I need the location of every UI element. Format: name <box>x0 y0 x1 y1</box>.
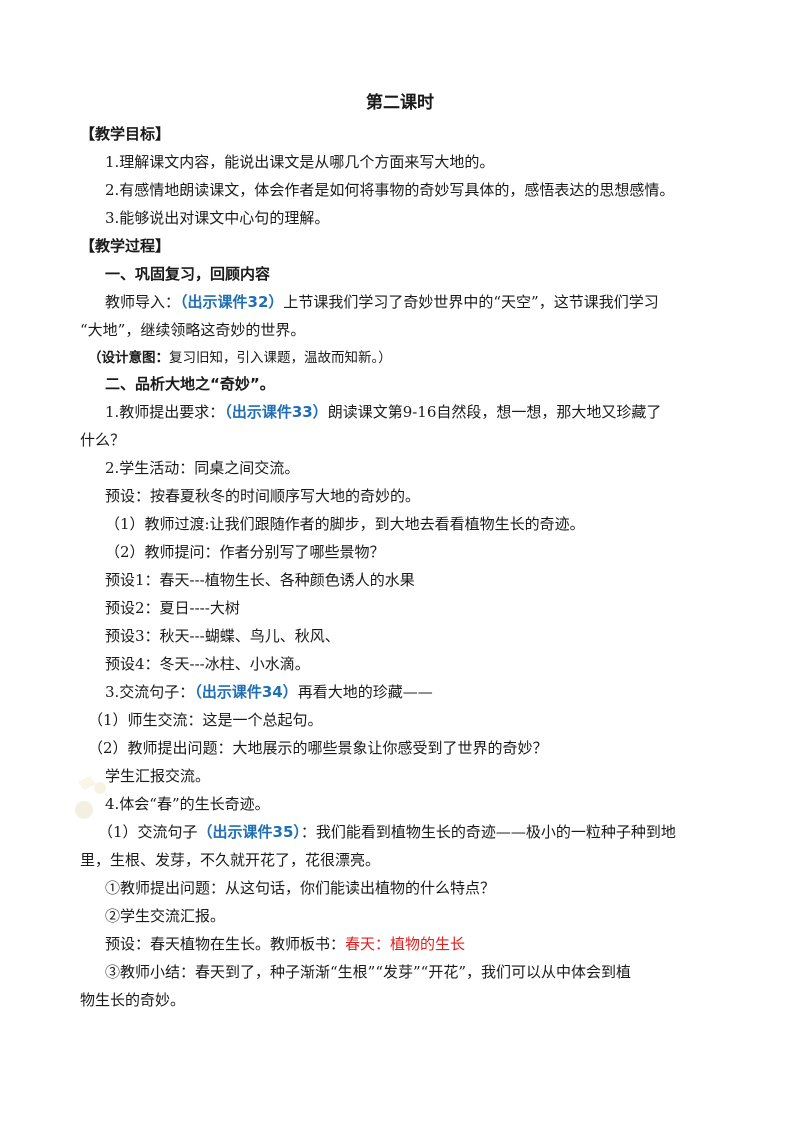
item4-sub1-text: ：我们能看到植物生长的奇迹——极小的一粒种子种到地 <box>300 823 676 841</box>
preset-item: 预设1：春天---植物生长、各种颜色诱人的水果 <box>105 571 415 589</box>
item4-sub1-prefix: （1）交流句子 <box>98 823 198 841</box>
item3-sub1: （1）师生交流：这是一个总起句。 <box>88 711 323 729</box>
section2-heading: 二、品析大地之“奇妙”。 <box>105 375 275 393</box>
item3-text: 再看大地的珍藏—— <box>297 683 433 701</box>
process-heading: 【教学过程】 <box>80 237 171 255</box>
courseware-tag: （出示课件32） <box>180 293 284 311</box>
courseware-tag: （出示课件35） <box>197 823 301 841</box>
design-label: （设计意图： <box>88 350 169 366</box>
item1-cont: 什么？ <box>80 431 126 449</box>
sub2: （2）教师提问：作者分别写了哪些景物？ <box>105 543 385 561</box>
board-writing: 春天：植物的生长 <box>345 935 466 953</box>
item3-sub2: （2）教师提出问题：大地展示的哪些景象让你感受到了世界的奇妙？ <box>88 739 548 757</box>
item1-text: 朗读课文第9-16自然段，想一想，那大地又珍藏了 <box>327 403 662 421</box>
circled-item: ②学生交流汇报。 <box>105 907 226 925</box>
circled-item-cont: 物生长的奇妙。 <box>80 991 186 1009</box>
item3-prefix: 3.交流句子： <box>105 683 195 701</box>
item2: 2.学生活动：同桌之间交流。 <box>105 459 300 477</box>
preset-board: 预设：春天植物在生长。教师板书：春天：植物的生长 <box>105 934 465 954</box>
item4: 4.体会“春”的生长奇迹。 <box>105 795 270 813</box>
item3: 3.交流句子：（出示课件34）再看大地的珍藏—— <box>105 682 433 702</box>
preset-item: 预设3：秋天---蝴蝶、鸟儿、秋风、 <box>105 627 340 645</box>
watermark-icon <box>75 776 106 819</box>
goal-item: 1.理解课文内容，能说出课文是从哪几个方面来写大地的。 <box>105 153 495 171</box>
goal-item: 2.有感情地朗读课文，体会作者是如何将事物的奇妙写具体的，感悟表达的思想感情。 <box>105 181 675 199</box>
design-text: 复习旧知，引入课题，温故而知新。） <box>169 350 392 366</box>
section1-heading: 一、巩固复习，回顾内容 <box>105 265 271 283</box>
section1-intro-cont: “大地”，继续领略这奇妙的世界。 <box>80 321 306 339</box>
circled-item: ①教师提出问题：从这句话，你们能读出植物的什么特点？ <box>105 879 496 897</box>
student-report: 学生汇报交流。 <box>105 767 211 785</box>
courseware-tag: （出示课件33） <box>224 403 328 421</box>
goal-item: 3.能够说出对课文中心句的理解。 <box>105 209 330 227</box>
section1-intro: 教师导入：（出示课件32）上节课我们学习了奇妙世界中的“天空”，这节课我们学习 <box>105 292 659 312</box>
intro-prefix: 教师导入： <box>105 293 181 311</box>
preset-board-text: 预设：春天植物在生长。教师板书： <box>105 935 346 953</box>
design-intent: （设计意图：复习旧知，引入课题，温故而知新。） <box>88 348 392 368</box>
courseware-tag: （出示课件34） <box>194 683 298 701</box>
item4-sub1-cont: 里，生根、发芽，不久就开花了，花很漂亮。 <box>80 851 381 869</box>
item1: 1.教师提出要求：（出示课件33）朗读课文第9-16自然段，想一想，那大地又珍藏… <box>105 402 661 422</box>
preset-item: 预设2：夏日----大树 <box>105 599 240 617</box>
circled-item: ③教师小结：春天到了，种子渐渐“生根”“发芽”“开花”，我们可以从中体会到植 <box>105 963 632 981</box>
item4-sub1: （1）交流句子（出示课件35）：我们能看到植物生长的奇迹——极小的一粒种子种到地 <box>98 822 676 842</box>
goals-heading: 【教学目标】 <box>80 125 171 143</box>
preset-item: 预设4：冬天---冰柱、小水滴。 <box>105 655 310 673</box>
sub1: （1）教师过渡:让我们跟随作者的脚步，到大地去看看植物生长的奇迹。 <box>105 515 585 533</box>
page-title: 第二课时 <box>366 93 434 113</box>
item1-prefix: 1.教师提出要求： <box>105 403 225 421</box>
intro-text: 上节课我们学习了奇妙世界中的“天空”，这节课我们学习 <box>283 293 659 311</box>
preset-main: 预设：按春夏秋冬的时间顺序写大地的奇妙的。 <box>105 487 421 505</box>
